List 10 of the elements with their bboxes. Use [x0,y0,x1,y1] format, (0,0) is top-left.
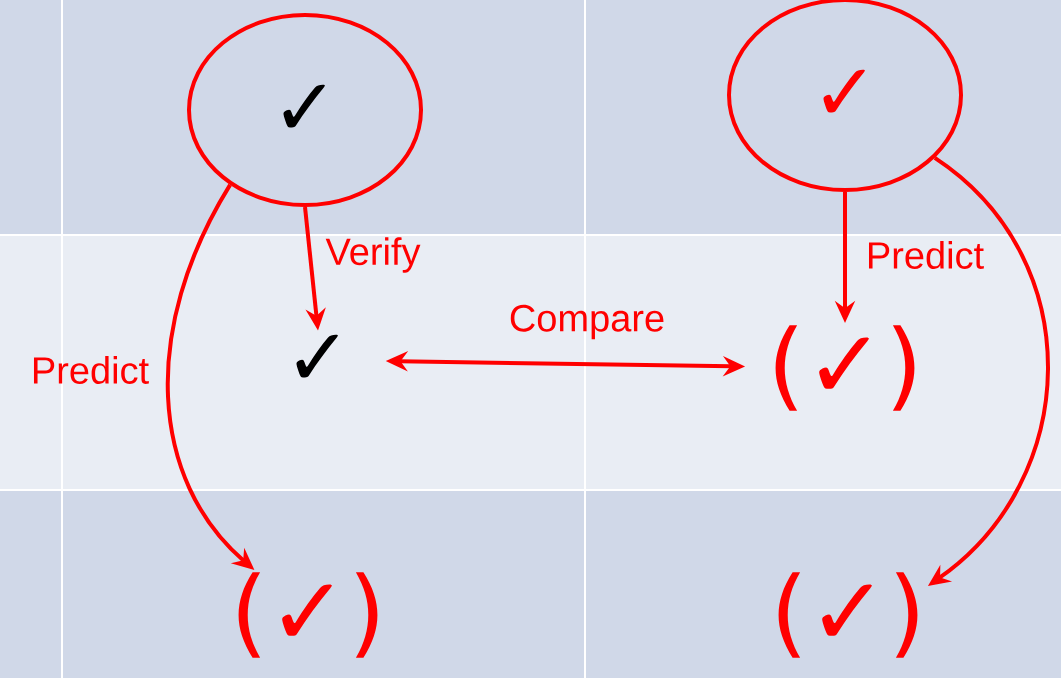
edge-label: Predict [34,356,149,384]
circle-with-checkmark: ✓ [727,0,963,192]
edge-label: Predict [869,241,984,269]
circle-with-checkmark: ✓ [187,13,423,207]
checkmark-in-parentheses: (✓) [778,572,918,658]
edge-label: Verify [325,237,421,273]
checkmark: ✓ [296,334,338,378]
checkmark-in-parentheses: (✓) [238,572,378,658]
checkmark-in-parentheses: (✓) [775,325,915,411]
edge-label: Compare [510,304,664,340]
